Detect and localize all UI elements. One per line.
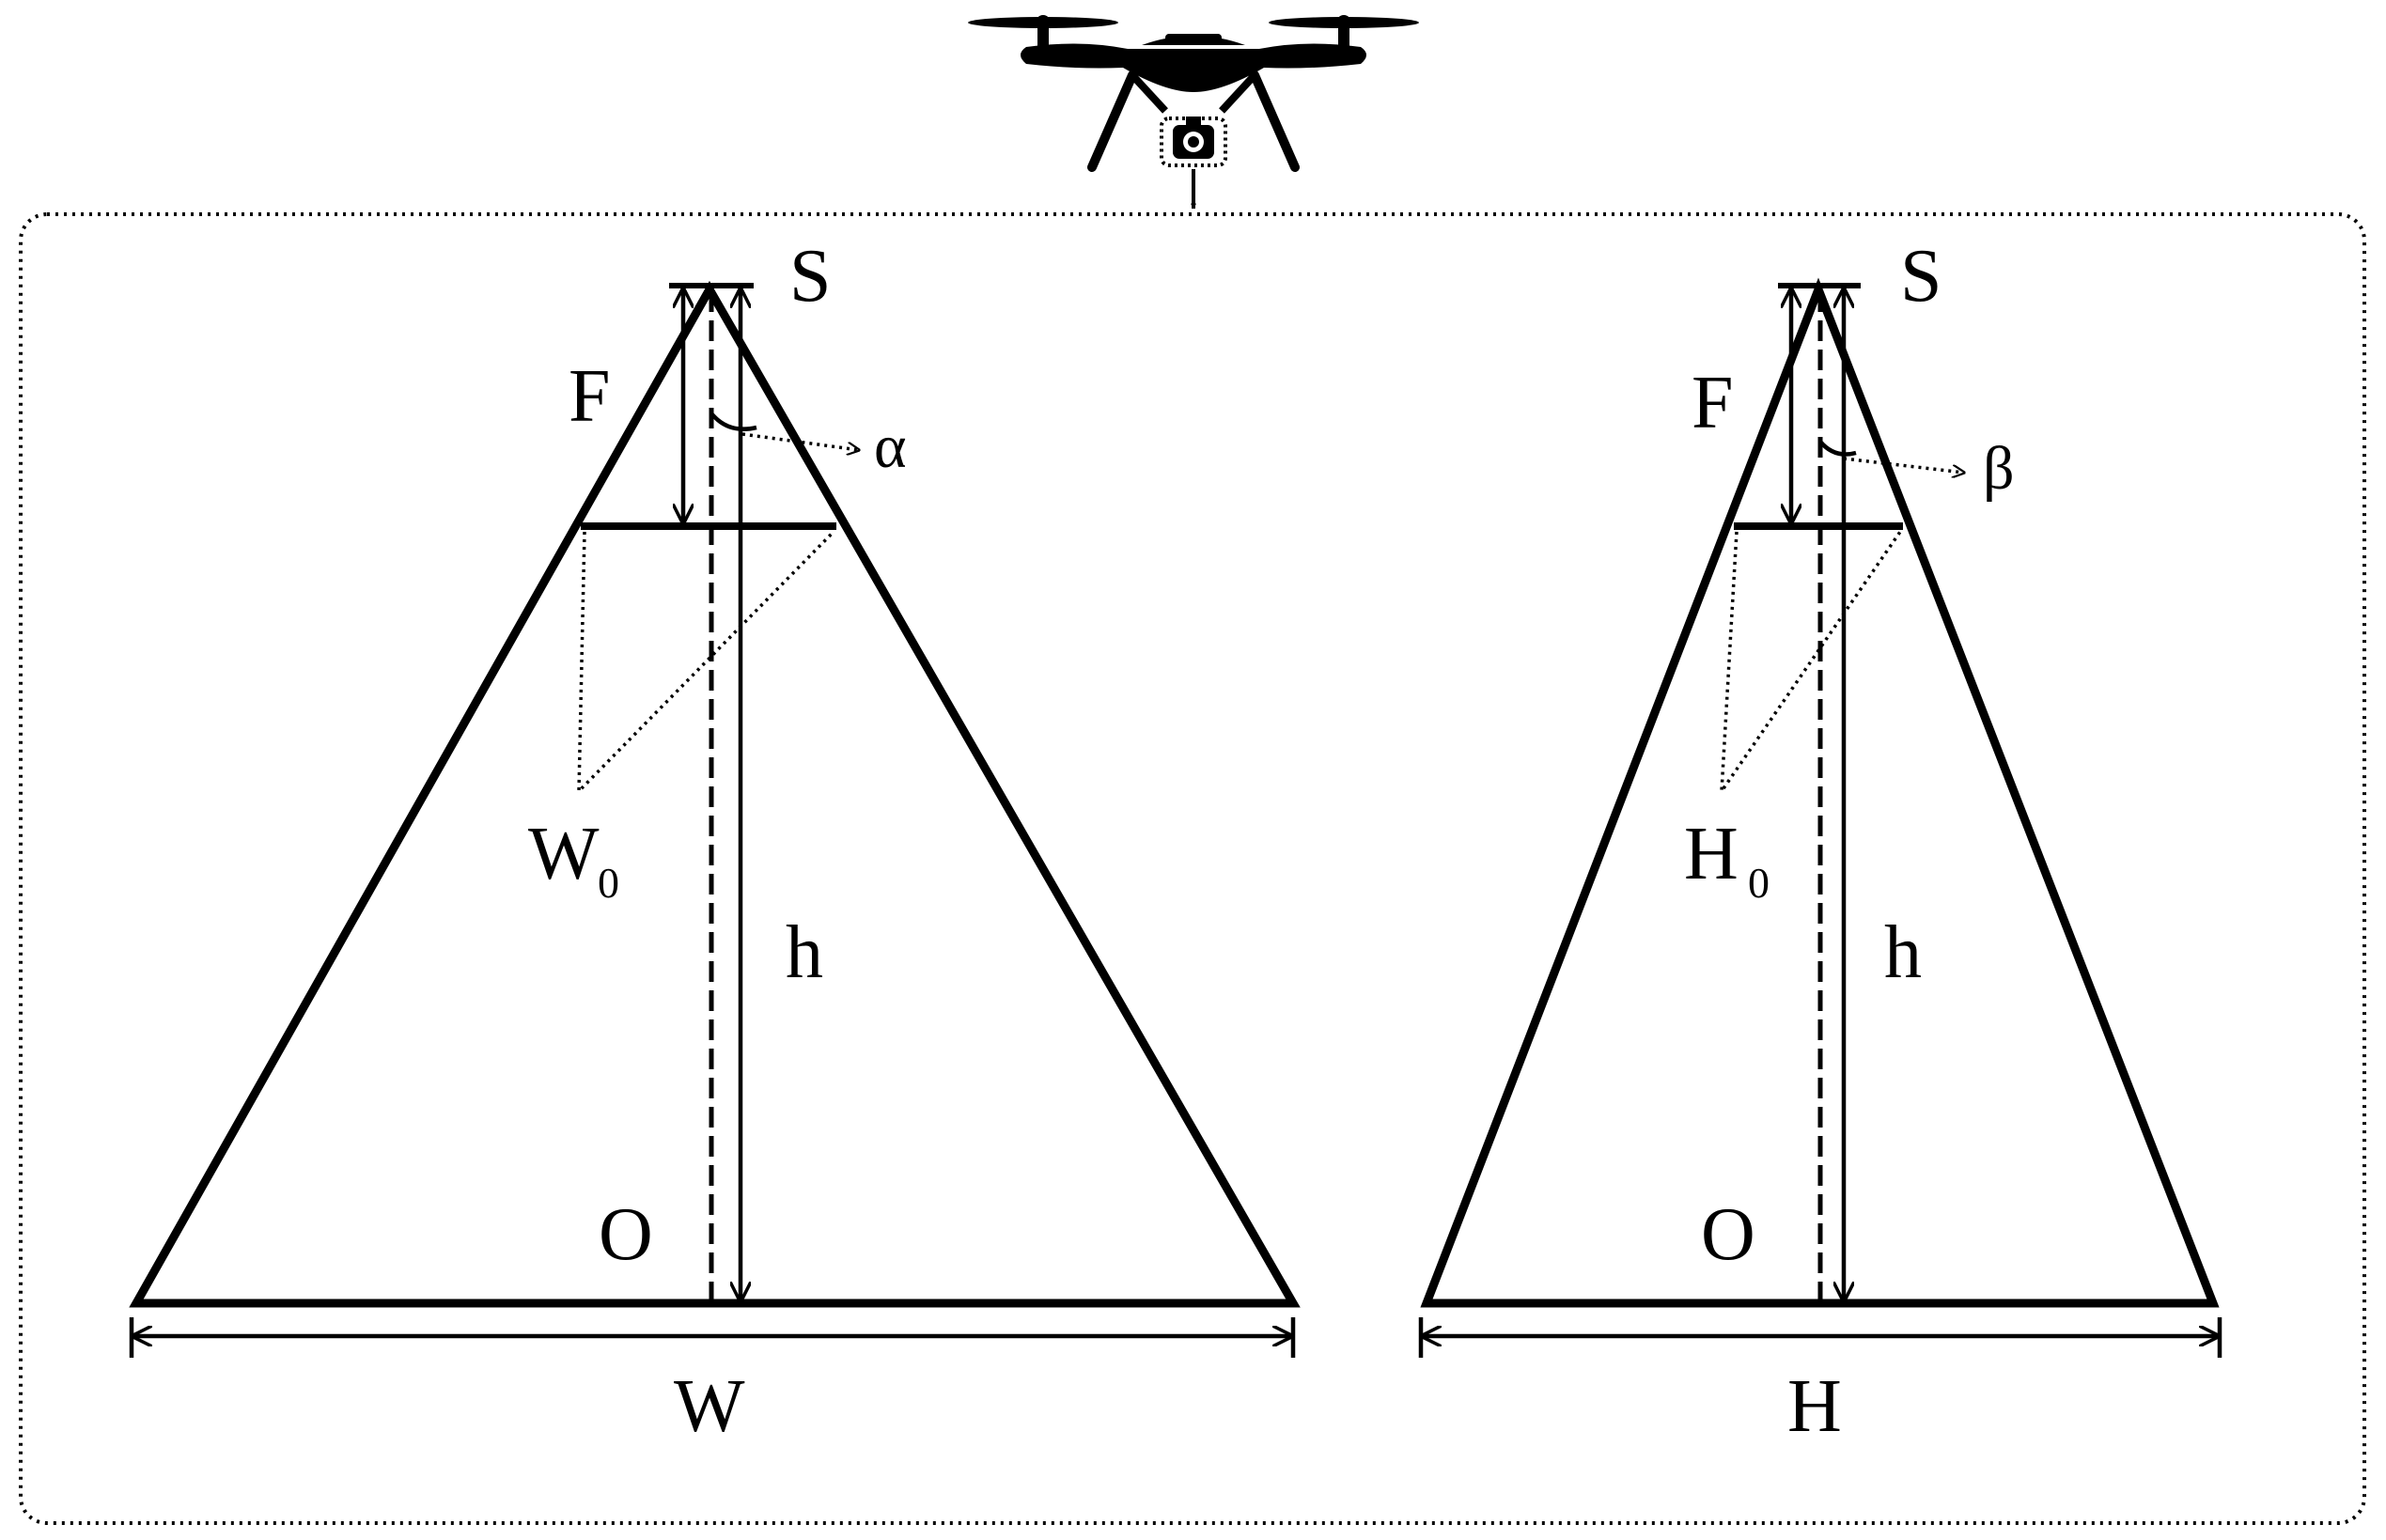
ground-dim-label: H (1787, 1365, 1842, 1448)
angle-pointer (1843, 457, 1964, 473)
height-label: h (1884, 911, 1922, 994)
angle-label: α (874, 412, 907, 481)
sensor-dim-subscript: 0 (1748, 859, 1770, 907)
field-of-view-triangle (1420, 277, 2220, 1308)
angle-label: β (1983, 434, 2015, 503)
sensor-label: S (789, 235, 832, 318)
field-of-view-triangle (129, 280, 1301, 1308)
height-label: h (786, 911, 823, 994)
scene-frame (19, 212, 2366, 1525)
sensor-dim-subscript: 0 (598, 859, 619, 907)
right-panel: S F β H 0 h O H (1418, 235, 2222, 1448)
focal-label: F (569, 355, 611, 438)
sensor-label: S (1900, 235, 1942, 318)
ground-dim-label: W (674, 1365, 745, 1448)
sensor-projection-dotted (1719, 531, 1902, 798)
center-label: O (599, 1193, 653, 1276)
focal-label: F (1692, 362, 1734, 444)
angle-arc (1818, 440, 1857, 457)
drone-with-camera-icon (968, 15, 1419, 210)
angle-arc (710, 412, 757, 431)
sensor-projection-dotted (577, 530, 835, 796)
sensor-dim-label: W (528, 813, 600, 895)
center-label: O (1701, 1193, 1755, 1276)
sensor-dim-label: H (1684, 813, 1739, 895)
angle-pointer (741, 432, 859, 450)
left-panel: S F α W 0 h O W (129, 235, 1301, 1448)
